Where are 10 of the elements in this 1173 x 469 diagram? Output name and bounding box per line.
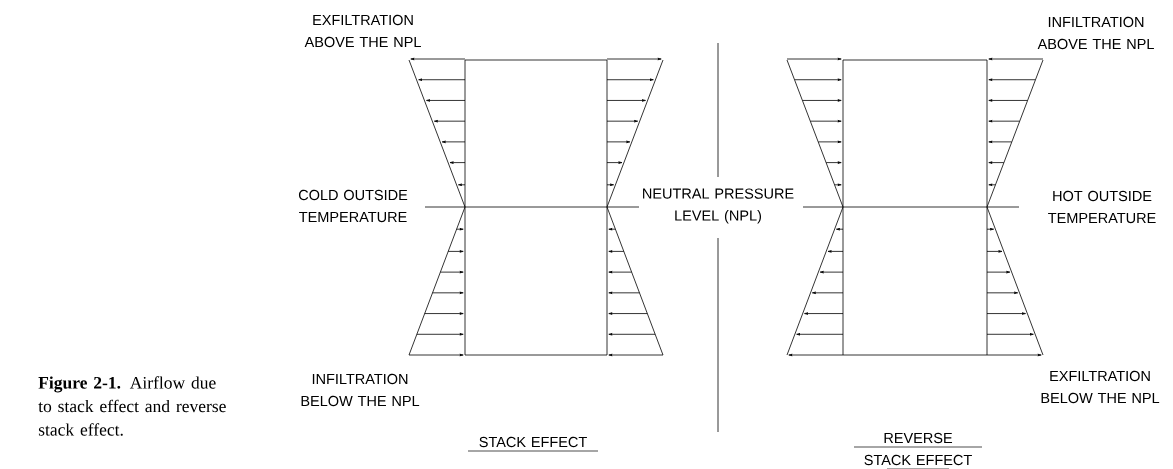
annotation-text: REVERSE STACK EFFECT bbox=[853, 432, 983, 469]
figure-caption: Figure 2-1. Airflow due to stack effect and reverse stack effect. bbox=[38, 376, 226, 436]
annotation-text: HOT OUTSIDE TEMPERATURE bbox=[1048, 190, 1156, 224]
annotation-text: NEUTRAL PRESSURE LEVEL (NPL) bbox=[643, 188, 794, 224]
annotation-text: INFILTRATION BELOW THE NPL bbox=[301, 373, 420, 407]
annotation-text: EXFILTRATION ABOVE THE NPL bbox=[304, 14, 421, 48]
annotation-text: EXFILTRATION BELOW THE NPL bbox=[1041, 370, 1160, 404]
annotation-text: INFILTRATION ABOVE THE NPL bbox=[1037, 16, 1154, 50]
annotation-text: STACK EFFECT bbox=[467, 436, 599, 452]
annotation-text: COLD OUTSIDE TEMPERATURE bbox=[298, 189, 408, 223]
